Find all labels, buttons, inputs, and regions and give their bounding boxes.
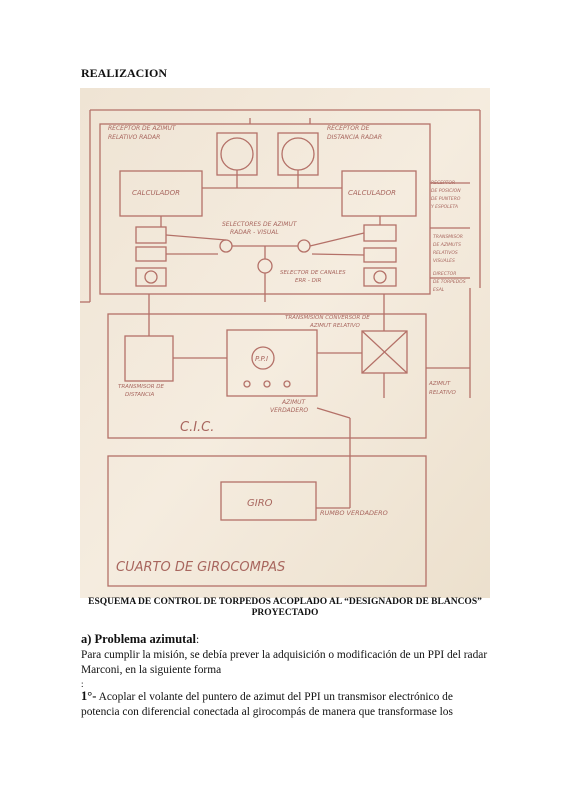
gyro-box [220, 481, 317, 521]
label-receptor-azimut-2: RELATIVO RADAR [108, 134, 160, 141]
label-receptor-distancia-2: DISTANCIA RADAR [327, 134, 382, 141]
svg-text:DE AZIMUTS: DE AZIMUTS [433, 242, 461, 248]
caption-line-1: ESQUEMA DE CONTROL DE TORPEDOS ACOPLADO … [88, 597, 482, 607]
label-transmision-conversor-2: AZIMUT RELATIVO [309, 323, 360, 329]
label-selectores-2: RADAR - VISUAL [230, 229, 279, 236]
gyro-room-box [107, 455, 427, 587]
stray-colon: : [81, 678, 84, 689]
torpedo-control-diagram: RECEPTOR DE AZIMUT RELATIVO RADAR RECEPT… [80, 88, 490, 598]
svg-text:DE PUNTERO: DE PUNTERO [431, 196, 461, 202]
svg-text:ESAL: ESAL [433, 287, 445, 293]
label-ppi: P.P.I [255, 355, 268, 363]
list-item-1-number: 1°- [81, 688, 97, 703]
label-transmision-conversor-1: TRANSMISION CONVERSOR DE [285, 315, 370, 321]
svg-text:VISUALES: VISUALES [433, 258, 455, 264]
label-calculador-right: CALCULADOR [348, 189, 396, 197]
subsection-title: a) Problema azimutal [81, 632, 197, 646]
label-azimut-verdadero-2: VERDADERO [270, 407, 308, 414]
label-selector-canales-2: ERR - DIR [295, 278, 321, 284]
label-transmisor-distancia-2: DISTANCIA [125, 392, 155, 398]
svg-text:DE POSICION: DE POSICION [431, 188, 461, 194]
right-calculator-box [341, 170, 417, 217]
paragraph-intro: Para cumplir la misión, se debía prever … [81, 649, 488, 677]
cic-box [107, 313, 427, 439]
ppi-box [226, 329, 318, 397]
label-cic: C.I.C. [180, 420, 214, 435]
figure-caption: ESQUEMA DE CONTROL DE TORPEDOS ACOPLADO … [80, 597, 490, 619]
caption-line-2: PROYECTADO [251, 608, 319, 618]
subsection-heading: a) Problema azimutal: [81, 632, 491, 648]
label-selectores-1: SELECTORES DE AZIMUT [222, 221, 298, 228]
section-heading: REALIZACION [81, 66, 168, 80]
svg-text:RELATIVOS: RELATIVOS [433, 250, 458, 256]
subsection-colon: : [196, 634, 200, 646]
label-rumbo-verdadero: RUMBO VERDADERO [320, 509, 388, 517]
label-calculador-left: CALCULADOR [132, 189, 180, 197]
label-azimut-verdadero-1: AZIMUT [281, 399, 307, 406]
paper-background [80, 88, 490, 598]
label-cuarto-girocompas: CUARTO DE GIROCOMPAS [116, 560, 285, 575]
list-item-1: 1°- Acoplar el volante del puntero de az… [81, 689, 491, 720]
label-selector-canales-1: SELECTOR DE CANALES [280, 270, 346, 276]
body-text: a) Problema azimutal: Para cumplir la mi… [81, 632, 491, 720]
svg-text:RECEPTOR: RECEPTOR [431, 180, 455, 186]
list-item-1-text: Acoplar el volante del puntero de azimut… [81, 690, 453, 718]
label-azimut-relativo-2: RELATIVO [429, 390, 456, 396]
svg-text:TRANSMISOR: TRANSMISOR [433, 234, 463, 240]
ppi-dial [251, 346, 275, 370]
svg-text:DIRECTOR: DIRECTOR [433, 271, 456, 277]
label-receptor-azimut-1: RECEPTOR DE AZIMUT [108, 125, 177, 132]
svg-text:DE TORPEDOS: DE TORPEDOS [433, 279, 466, 285]
label-azimut-relativo-1: AZIMUT [428, 381, 451, 387]
label-transmisor-distancia-1: TRANSMISOR DE [118, 384, 165, 390]
label-giro: GIRO [247, 498, 273, 509]
label-receptor-distancia-1: RECEPTOR DE [327, 125, 370, 132]
svg-text:Y ESPOLETA: Y ESPOLETA [431, 204, 458, 210]
